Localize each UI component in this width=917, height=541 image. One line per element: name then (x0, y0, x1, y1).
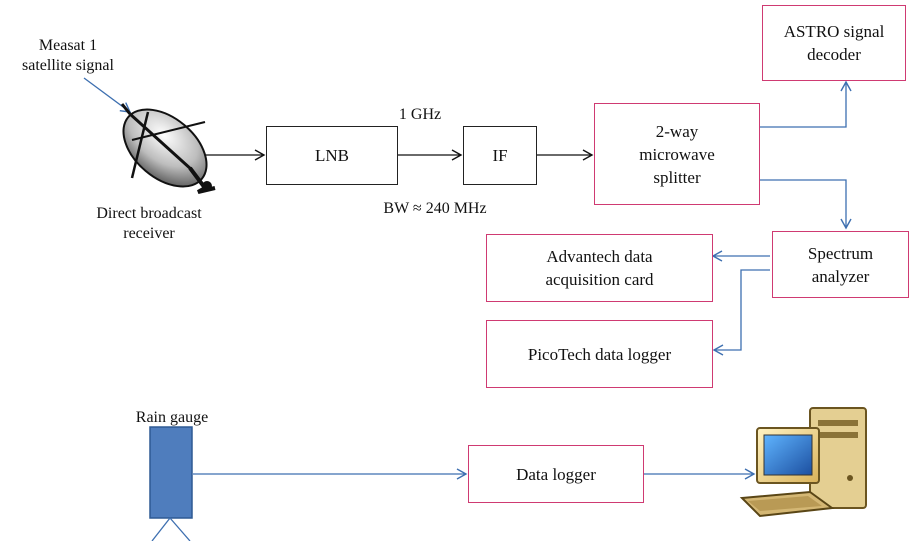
rain-gauge-icon (149, 426, 193, 541)
astro-decoder-box: ASTRO signal decoder (762, 5, 906, 81)
advantech-card-box: Advantech data acquisition card (486, 234, 713, 302)
data-logger-box: Data logger (468, 445, 644, 503)
receiver-label: Direct broadcast receiver (96, 205, 202, 242)
spectrum-analyzer-box: Spectrum analyzer (772, 231, 909, 298)
satellite-dish-icon (120, 103, 216, 194)
arrow-splitter-spectrum (759, 179, 852, 230)
computer-icon (739, 407, 867, 518)
rain-gauge-label: Rain gauge (135, 409, 209, 426)
splitter-box: 2-way microwave splitter (594, 103, 760, 205)
frequency-label: 1 GHz (398, 106, 442, 123)
if-box: IF (463, 126, 537, 185)
picotech-logger-box: PicoTech data logger (486, 320, 713, 388)
bandwidth-label: BW ≈ 240 MHz (383, 200, 487, 217)
satellite-signal-label: Measat 1 satellite signal (22, 37, 114, 74)
lnb-box: LNB (266, 126, 398, 185)
arrow-splitter-astro (759, 80, 852, 128)
arrow-spectrum-picotech (712, 269, 770, 356)
